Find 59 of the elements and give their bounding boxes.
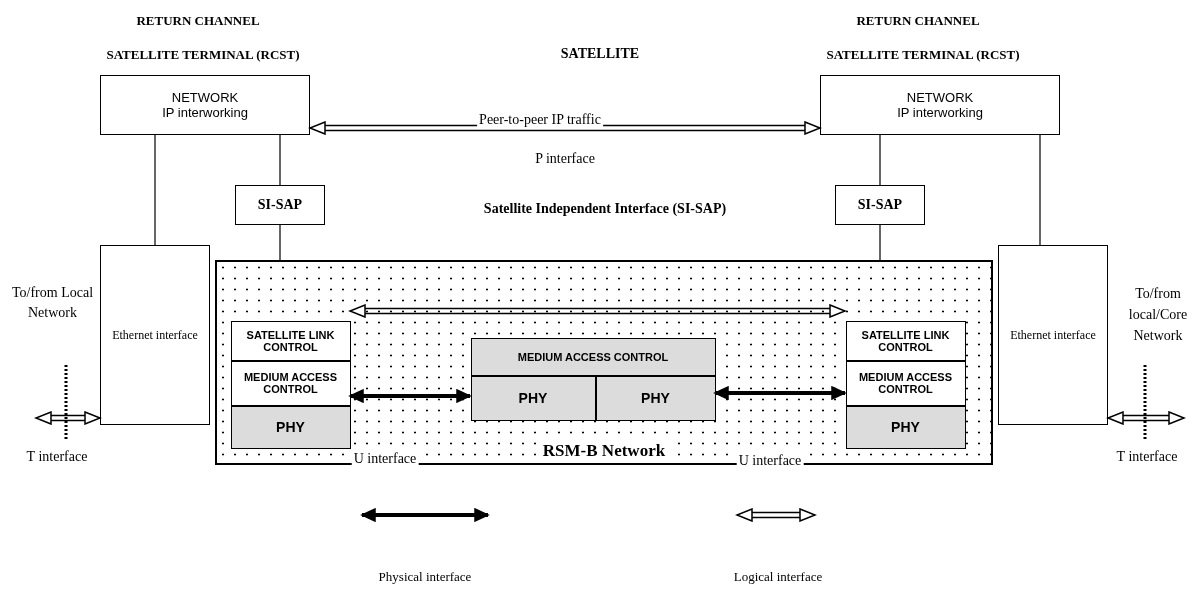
protocol-layer	[470, 337, 716, 376]
network-area	[215, 260, 993, 465]
heading-text: SATELLITE	[559, 45, 641, 62]
node-text: IP interworking	[897, 105, 983, 120]
legend-text: Logical interface	[732, 568, 824, 585]
protocol-layer	[845, 405, 966, 449]
node-text: Ethernet interface	[1009, 327, 1097, 343]
heading-text: Satellite Independent Interface (SI-SAP)	[482, 200, 728, 217]
ethernet-box	[998, 245, 1108, 425]
double-arrow	[349, 304, 846, 318]
node-text: SI-SAP	[257, 197, 303, 213]
heading-text: RETURN CHANNEL	[135, 12, 261, 29]
node-text: MEDIUM ACCESS CONTROL	[517, 350, 669, 363]
connector-line	[154, 134, 156, 246]
node-text: IP interworking	[162, 105, 248, 120]
protocol-layer	[470, 375, 596, 421]
connector-line	[879, 224, 881, 261]
double-arrow	[1107, 411, 1185, 425]
protocol-layer	[595, 375, 716, 421]
protocol-layer	[845, 320, 966, 361]
double-arrow	[714, 386, 846, 400]
double-arrow	[35, 411, 101, 425]
ethernet-box	[100, 245, 210, 425]
protocol-layer	[230, 405, 351, 449]
heading-text: RETURN CHANNEL	[855, 12, 981, 29]
node-text: PHY	[276, 419, 305, 435]
node-text: PHY	[641, 390, 670, 406]
connector-line	[279, 224, 281, 261]
annotation-text: To/from Local Network	[10, 284, 94, 322]
edge-label: U interface	[351, 450, 419, 467]
connector-line	[279, 134, 281, 186]
sap-box	[235, 185, 325, 225]
node-text: Ethernet interface	[111, 327, 199, 343]
annotation-text: T interface	[1115, 448, 1179, 465]
protocol-layer	[230, 360, 351, 406]
heading-text: SATELLITE TERMINAL (RCST)	[105, 46, 301, 63]
network-box	[100, 75, 310, 135]
heading-text: SATELLITE TERMINAL (RCST)	[825, 46, 1021, 63]
protocol-layer	[230, 320, 351, 361]
node-text: PHY	[891, 419, 920, 435]
node-text: SI-SAP	[857, 197, 903, 213]
node-text: PHY	[518, 390, 548, 406]
node-text: SATELLITE LINK CONTROL	[860, 328, 951, 353]
annotation-text: To/from local/Core Network	[1127, 285, 1189, 345]
edge-label: Peer-to-peer IP traffic	[477, 111, 603, 128]
sap-box	[835, 185, 925, 225]
annotation-text: T interface	[25, 448, 89, 465]
node-text: SATELLITE LINK CONTROL	[245, 328, 336, 353]
double-arrow	[349, 389, 471, 403]
annotation-text: P interface	[534, 150, 596, 167]
node-text: MEDIUM ACCESS CONTROL	[857, 371, 954, 395]
connector-line	[1039, 134, 1041, 246]
legend-text: Physical interface	[377, 568, 473, 585]
node-text: MEDIUM ACCESS CONTROL	[242, 371, 339, 395]
connector-line	[879, 134, 881, 186]
protocol-layer	[845, 360, 966, 406]
node-text: NETWORK	[171, 90, 239, 105]
network-box	[820, 75, 1060, 135]
node-text: NETWORK	[906, 90, 974, 105]
